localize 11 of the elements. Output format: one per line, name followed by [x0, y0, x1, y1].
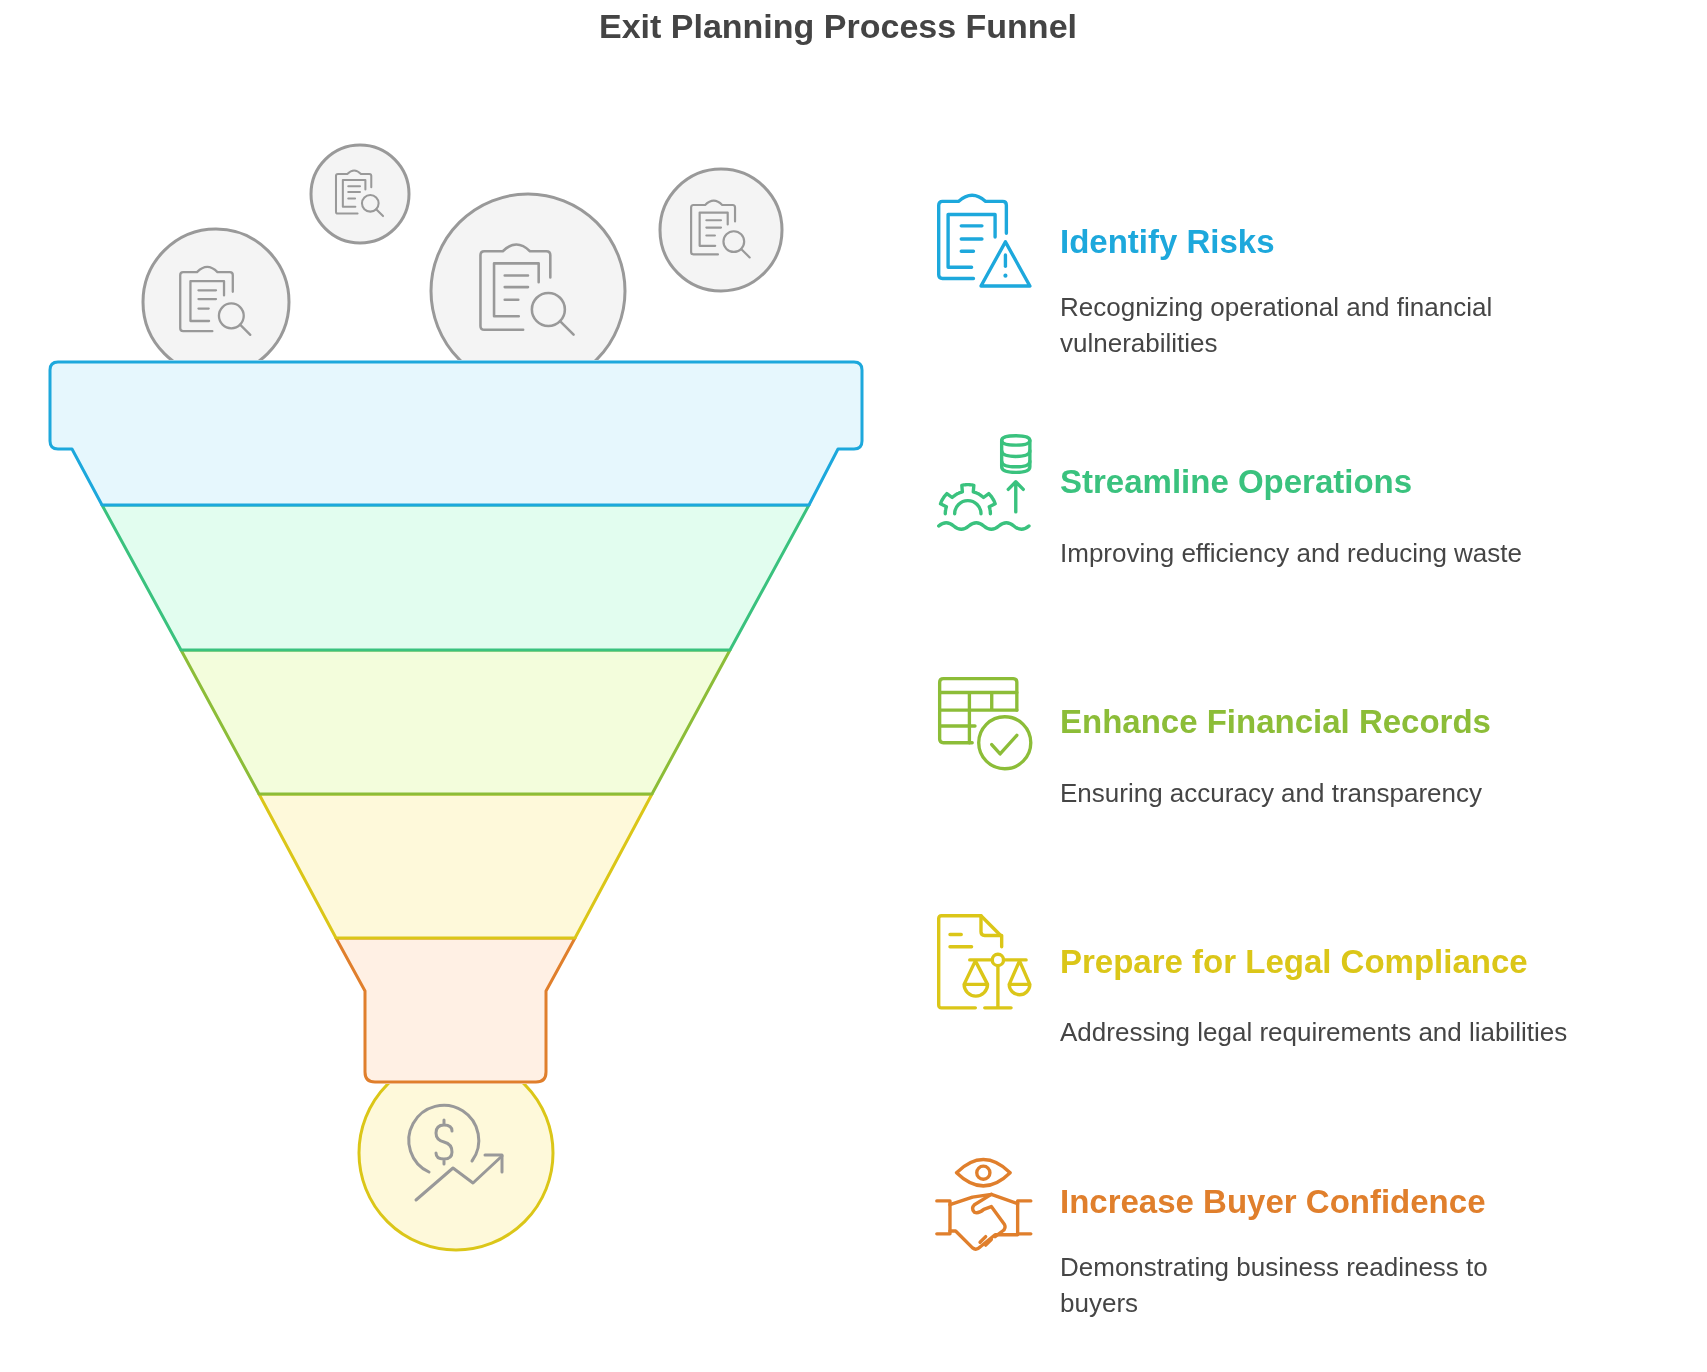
stage-description: Improving efficiency and reducing waste	[1060, 537, 1522, 570]
stage-description: Addressing legal requirements and liabilities	[1060, 1016, 1568, 1049]
stage-heading: Identify Risks	[1060, 222, 1275, 262]
stage-description: Demonstrating business readiness to buyers	[1060, 1251, 1489, 1320]
stage-heading: Prepare for Legal Compliance	[1060, 942, 1528, 982]
stage-heading: Streamline Operations	[1060, 462, 1413, 502]
stage-description: Recognizing operational and financial vulnerabilities	[1060, 291, 1494, 360]
stage-description: Ensuring accuracy and transparency	[1060, 777, 1482, 810]
diagram-title: Exit Planning Process Funnel	[599, 6, 1077, 46]
stage-heading: Increase Buyer Confidence	[1060, 1182, 1486, 1222]
stage-heading: Enhance Financial Records	[1060, 702, 1491, 742]
